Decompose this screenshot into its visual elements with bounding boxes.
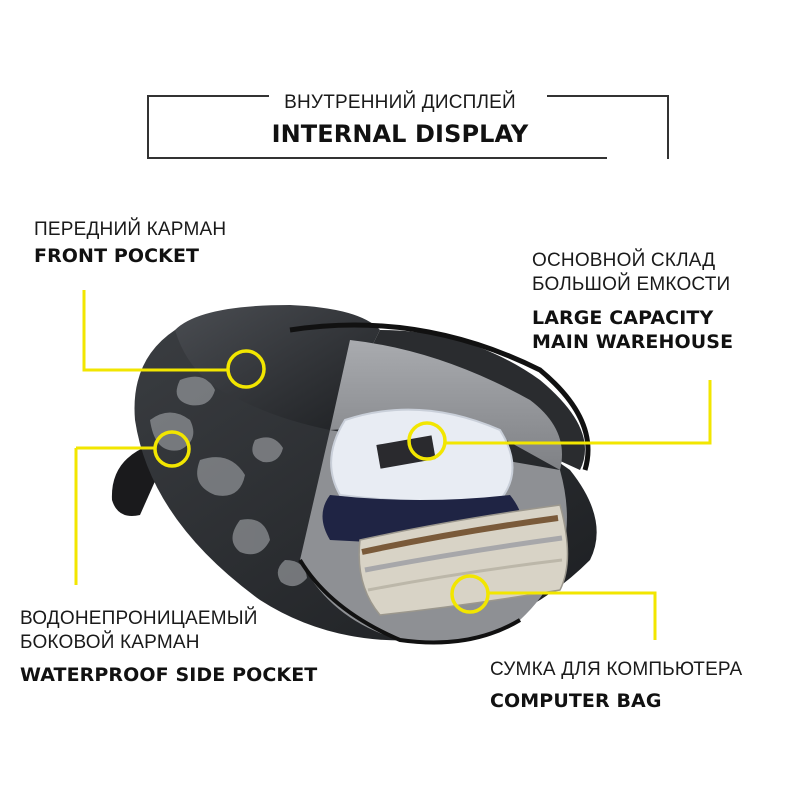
main-compartment-marker — [407, 421, 447, 461]
front-pocket-marker — [226, 349, 266, 389]
computer-bag-marker — [450, 574, 490, 614]
title-russian: ВНУТРЕННИЙ ДИСПЛЕЙ — [284, 92, 516, 113]
computer-bag-label-ru: СУМКА ДЛЯ КОМПЬЮТЕРА — [490, 659, 743, 680]
side-pocket-label-ru-1: ВОДОНЕПРОНИЦАЕМЫЙ — [20, 608, 258, 629]
front-pocket-panel — [175, 305, 380, 430]
side-pocket-marker — [153, 430, 191, 468]
computer-bag-line — [488, 591, 657, 640]
title-frame — [147, 95, 669, 159]
front-pocket-line — [82, 290, 228, 372]
side-pocket-label-ru-2: БОКОВОЙ КАРМАН — [20, 632, 200, 653]
callout-lines — [74, 290, 712, 640]
main-compartment-label-ru-1: ОСНОВНОЙ СКЛАД — [532, 250, 716, 271]
main-compartment-label-en-2: MAIN WAREHOUSE — [532, 331, 734, 353]
book-stack — [358, 504, 569, 616]
main-compartment-line — [444, 380, 712, 445]
main-compartment-label-ru-2: БОЛЬШОЙ ЕМКОСТИ — [532, 274, 731, 295]
main-compartment-label-en-1: LARGE CAPACITY — [532, 307, 714, 329]
zipper-edge — [289, 322, 591, 471]
side-pocket-label-en: WATERPROOF SIDE POCKET — [20, 664, 318, 686]
camo-pattern — [150, 376, 307, 587]
computer-bag-label-en: COMPUTER BAG — [490, 690, 662, 712]
title-english: INTERNAL DISPLAY — [271, 120, 529, 148]
front-pocket-label-en: FRONT POCKET — [34, 245, 200, 267]
front-pocket-label-ru: ПЕРЕДНИЙ КАРМАН — [34, 219, 227, 240]
